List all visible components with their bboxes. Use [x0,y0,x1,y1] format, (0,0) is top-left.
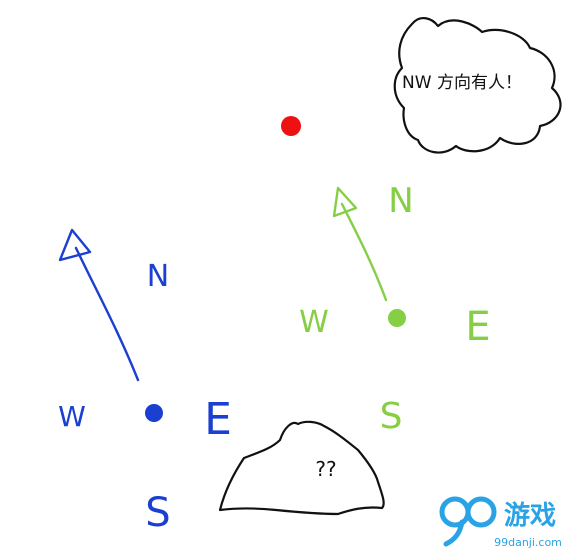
green-position-dot [388,309,406,327]
green-direction-arrowhead [332,186,358,218]
speech-bubble-text: NW 方向有人！ [402,73,522,93]
green-label-east: E [465,304,490,350]
blue-label-west: W [58,400,86,433]
blue-compass: N W E S [58,228,232,536]
green-label-north: N [388,181,413,221]
green-label-south: S [380,396,403,437]
blue-label-south: S [145,490,170,536]
watermark-logo-tail [443,519,465,547]
green-label-west: W [299,305,329,340]
red-dot [281,116,301,136]
question-bubble-text: ?? [315,457,336,481]
blue-label-north: N [147,259,169,294]
blue-label-east: E [204,394,232,445]
question-bubble-outline [218,420,385,516]
watermark-logo-text: 游戏 [504,501,556,531]
green-compass: N W E S [299,181,490,437]
green-direction-arrow-shaft [340,202,388,302]
blue-position-dot [145,404,163,422]
site-watermark: 游戏 99danji.com [439,496,562,549]
blue-direction-arrow-shaft [74,246,140,382]
speech-bubble-outline [393,17,562,154]
watermark-site-text: 99danji.com [494,536,562,549]
question-bubble: ?? [218,420,385,516]
blue-direction-arrowhead [58,228,92,262]
speech-bubble: NW 方向有人！ [393,17,562,154]
watermark-logo-circle-right [465,496,497,528]
